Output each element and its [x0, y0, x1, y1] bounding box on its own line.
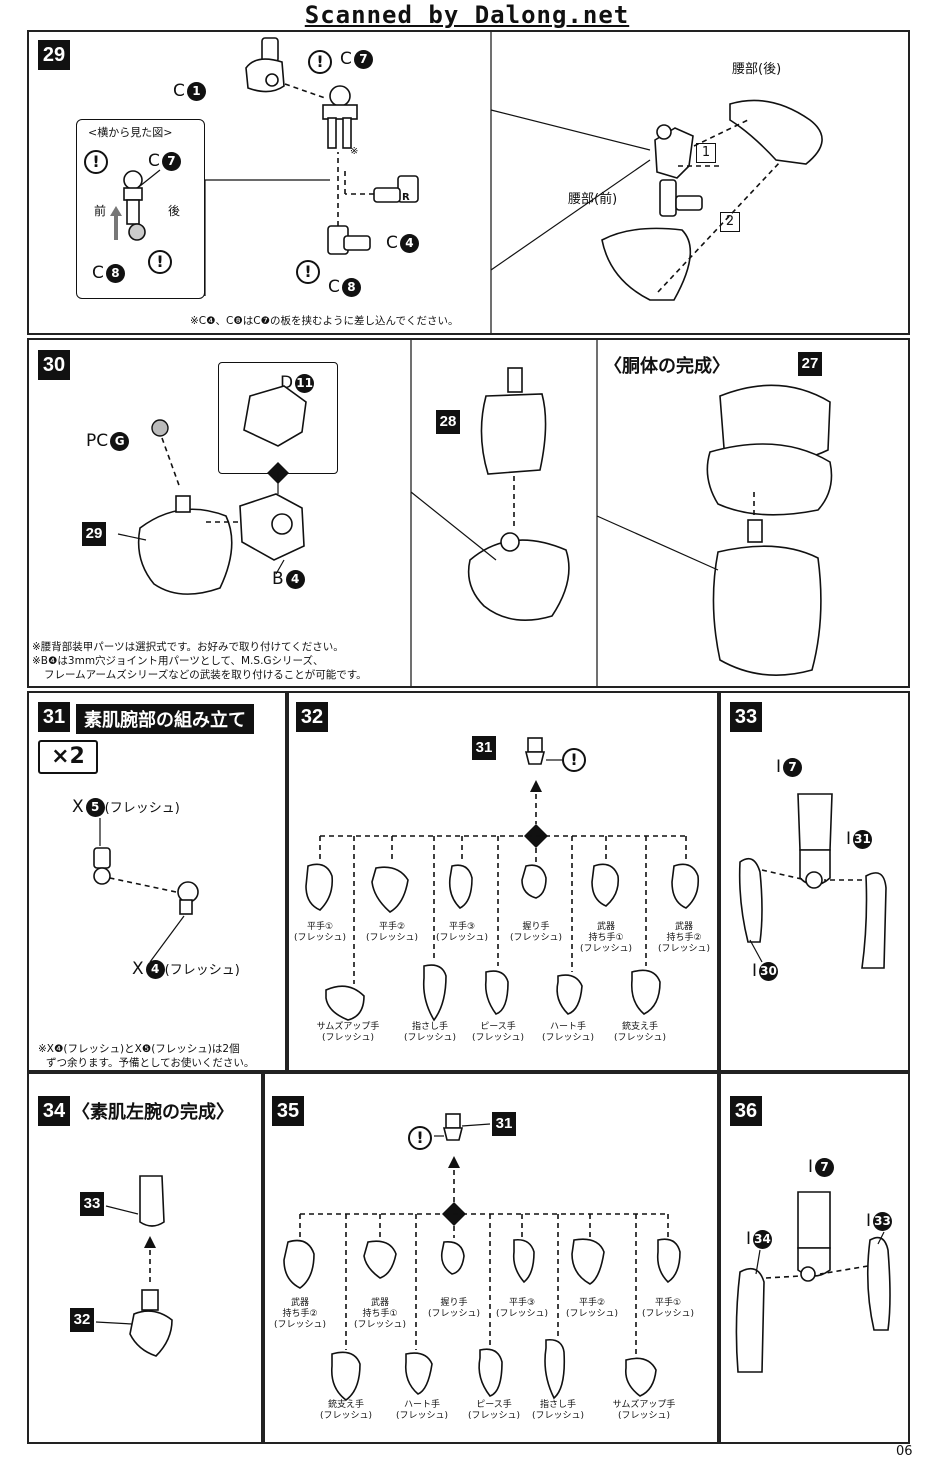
hand-label-flat-2: 平手②(フレッシュ) [365, 922, 419, 943]
step-34-title: 〈素肌左腕の完成〉 [72, 1102, 234, 1123]
step-30-number: 30 [38, 350, 70, 380]
hand-label-flat-1-r: 平手①(フレッシュ) [641, 1298, 695, 1319]
hand-label-gunsupport-r: 銃支え手(フレッシュ) [319, 1400, 373, 1421]
scan-credit-header: Scanned by Dalong.net [304, 1, 630, 29]
sequence-1: 1 [696, 143, 716, 163]
hand-label-heart: ハート手(フレッシュ) [541, 1022, 595, 1043]
waist-front-label: 腰部(前) [568, 192, 618, 207]
hand-label-fist-r: 握り手(フレッシュ) [427, 1298, 481, 1319]
sequence-2: 2 [720, 212, 740, 232]
ref-28: 28 [436, 410, 460, 434]
hand-label-thumbsup: サムズアップ手(フレッシュ) [316, 1022, 380, 1043]
hand-label-heart-r: ハート手(フレッシュ) [395, 1400, 449, 1421]
hand-label-peace-r: ピース手(フレッシュ) [467, 1400, 521, 1421]
hand-label-weapon-1: 武器 持ち手①(フレッシュ) [579, 922, 633, 954]
hand-label-thumbsup-r: サムズアップ手(フレッシュ) [612, 1400, 676, 1421]
hand-label-peace: ピース手(フレッシュ) [471, 1022, 525, 1043]
caution-icon: ! [296, 260, 320, 284]
step-29-number: 29 [38, 40, 70, 70]
hand-label-flat-3: 平手③(フレッシュ) [435, 922, 489, 943]
waist-back-label: 腰部(後) [732, 62, 782, 77]
ref-31: 31 [472, 736, 496, 760]
hand-label-flat-2-r: 平手②(フレッシュ) [565, 1298, 619, 1319]
ref-29: 29 [82, 522, 106, 546]
caution-icon: ! [562, 748, 586, 772]
hand-label-gunsupport: 銃支え手(フレッシュ) [613, 1022, 667, 1043]
step-31-note-1: ※X❹(フレッシュ)とX❺(フレッシュ)は2個 [38, 1043, 240, 1055]
ref-27: 27 [798, 352, 822, 376]
step-31-note-2: ずつ余ります。予備としてお使いください。 [46, 1057, 255, 1069]
step-31-number: 31 [38, 702, 70, 732]
hand-label-weapon-2: 武器 持ち手②(フレッシュ) [657, 922, 711, 954]
caution-icon: ! [148, 250, 172, 274]
multiplier-badge: ×2 [38, 740, 98, 774]
back-label: 後 [168, 204, 181, 218]
hand-label-flat-1: 平手①(フレッシュ) [293, 922, 347, 943]
step-35-number: 35 [272, 1096, 304, 1126]
step-31-panel [27, 691, 287, 1072]
step-30-note-2: ※B❹は3mm穴ジョイント用パーツとして、M.S.Gシリーズ、 [32, 655, 324, 667]
hand-label-weapon-2-r: 武器 持ち手②(フレッシュ) [273, 1298, 327, 1330]
side-view-title: <横から見た図> [88, 126, 173, 139]
ref-31-step35: 31 [492, 1112, 516, 1136]
step-33-number: 33 [730, 702, 762, 732]
step-34-panel [27, 1072, 263, 1444]
step-29-note: ※C❹、C❽はC❼の板を挟むように差し込んでください。 [190, 315, 459, 327]
step-31-title: 素肌腕部の組み立て [76, 704, 254, 734]
caution-icon: ! [84, 150, 108, 174]
step-34-number: 34 [38, 1096, 70, 1126]
caution-icon: ! [408, 1126, 432, 1150]
page-number: 06 [896, 1444, 913, 1459]
step-30-note-3: フレームアームズシリーズなどの武装を取り付けることが可能です。 [44, 669, 367, 681]
torso-complete-title: 〈胴体の完成〉 [604, 356, 730, 377]
hand-label-weapon-1-r: 武器 持ち手①(フレッシュ) [353, 1298, 407, 1330]
step-36-number: 36 [730, 1096, 762, 1126]
ref-33: 33 [80, 1192, 104, 1216]
hand-label-pointing: 指さし手(フレッシュ) [403, 1022, 457, 1043]
r-mark: R [402, 192, 410, 203]
hand-label-fist: 握り手(フレッシュ) [509, 922, 563, 943]
step-30-note-1: ※腰背部装甲パーツは選択式です。お好みで取り付けてください。 [32, 641, 344, 653]
asterisk-mark: ※ [350, 146, 359, 157]
caution-icon: ! [308, 50, 332, 74]
hand-label-flat-3-r: 平手③(フレッシュ) [495, 1298, 549, 1319]
ref-32: 32 [70, 1308, 94, 1332]
step-32-number: 32 [296, 702, 328, 732]
hand-label-pointing-r: 指さし手(フレッシュ) [531, 1400, 585, 1421]
side-view-box [76, 119, 205, 299]
front-label: 前 [94, 204, 107, 218]
